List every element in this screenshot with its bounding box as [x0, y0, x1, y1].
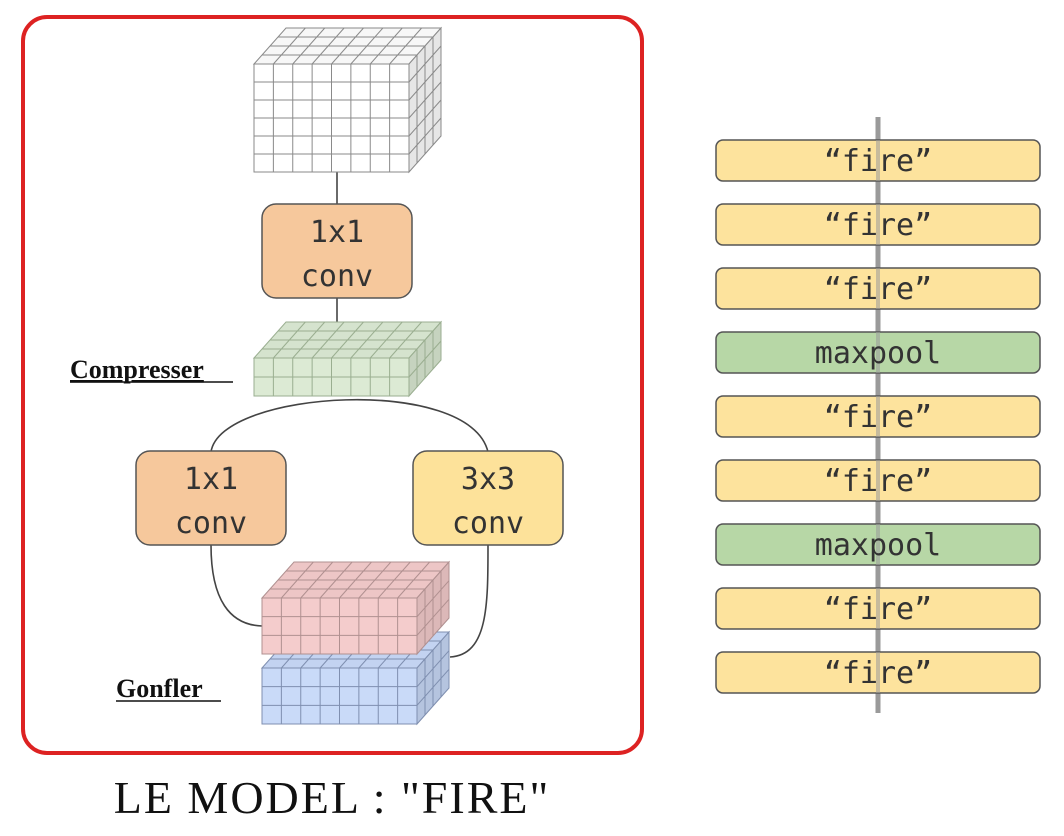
squeeze-conv-box: 1x1 conv — [261, 203, 413, 299]
squeeze-label: Compresser — [70, 355, 204, 384]
expand-1x1-conv-line1: 1x1 — [184, 462, 238, 497]
layer-stack: “fire” “fire” “fire” maxpool “fire” “fire” max… — [715, 139, 1041, 694]
layer-label: “fire” — [824, 208, 932, 243]
expand-3x3-conv-line2: conv — [452, 506, 524, 541]
layer-label: maxpool — [815, 336, 941, 371]
expand-1x1-output-tensor — [260, 560, 451, 656]
layer-label: “fire” — [824, 272, 932, 307]
expand-3x3-conv-box: 3x3 conv — [412, 450, 564, 546]
expand-3x3-conv-line1: 3x3 — [461, 462, 515, 497]
squeeze-tensor — [252, 320, 443, 398]
expand-label: Gonfler — [116, 674, 203, 703]
input-tensor — [252, 26, 443, 174]
squeeze-conv-line2: conv — [301, 259, 373, 294]
expand-1x1-conv-line2: conv — [175, 506, 247, 541]
layer-label: “fire” — [824, 464, 932, 499]
expand-1x1-conv-box: 1x1 conv — [135, 450, 287, 546]
layer-label: “fire” — [824, 592, 932, 627]
diagram-caption: LE MODEL : "FIRE" — [113, 772, 551, 823]
squeeze-conv-line1: 1x1 — [310, 215, 364, 250]
fire-module-frame — [21, 15, 644, 755]
layer-label: “fire” — [824, 144, 932, 179]
layer-label: “fire” — [824, 656, 932, 691]
module-connectors — [210, 172, 489, 658]
layer-label: “fire” — [824, 400, 932, 435]
layer-label: maxpool — [815, 528, 941, 563]
